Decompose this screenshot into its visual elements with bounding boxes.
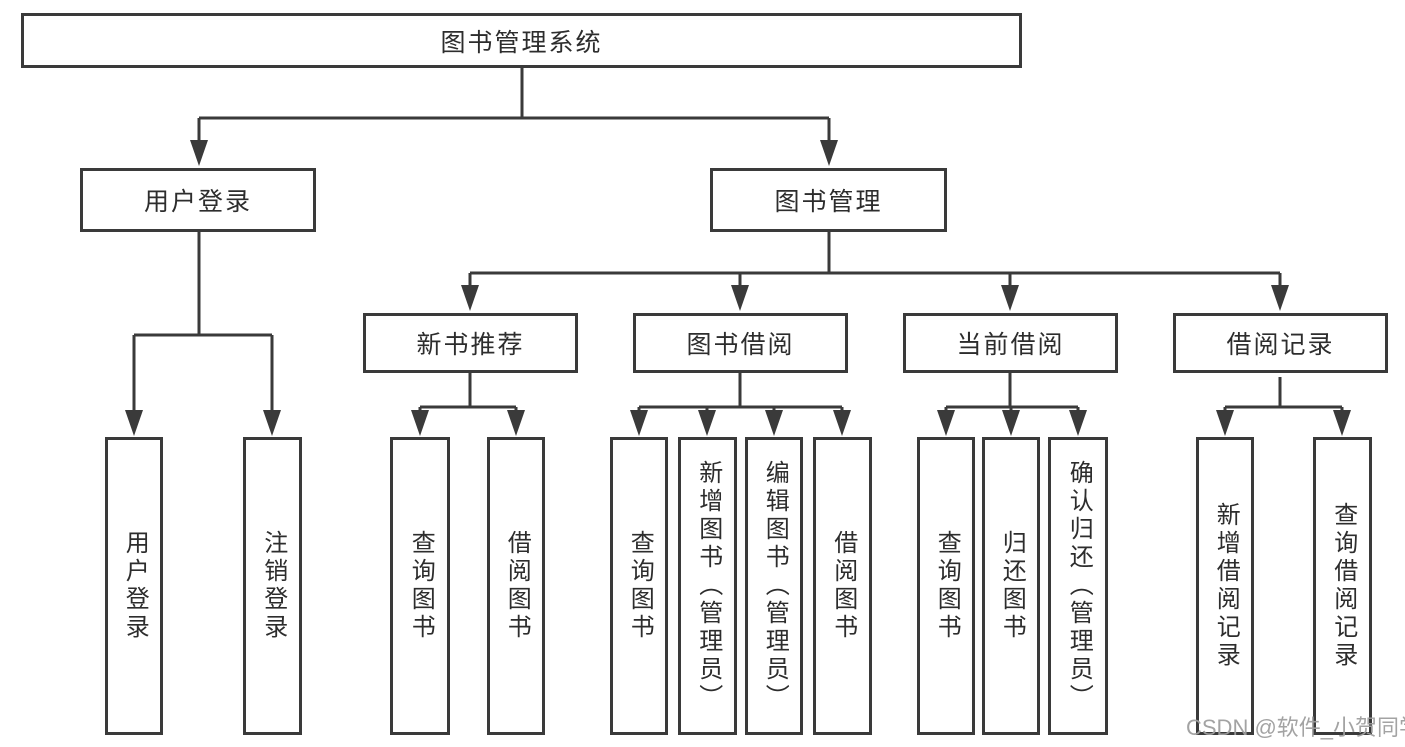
arrowhead bbox=[765, 410, 783, 436]
node-user-login-branch: 用户登录 bbox=[80, 168, 316, 232]
node-label: 图书借阅 bbox=[686, 331, 795, 359]
arrowhead bbox=[125, 410, 143, 436]
node-book-borrowing: 图书借阅 bbox=[633, 313, 848, 373]
node-query-books-current: 查询图书 bbox=[917, 437, 975, 735]
node-label: 注销登录 bbox=[259, 530, 287, 642]
node-user-login-leaf: 用户登录 bbox=[105, 437, 163, 735]
arrowhead bbox=[1216, 410, 1234, 436]
node-label: 查询图书 bbox=[407, 530, 435, 642]
node-edit-books-admin: 编辑图书（管理员） bbox=[745, 437, 803, 735]
arrowhead bbox=[507, 410, 525, 436]
arrowhead bbox=[698, 410, 716, 436]
node-label: 查询图书 bbox=[933, 530, 961, 642]
arrowhead bbox=[1333, 410, 1351, 436]
node-label: 编辑图书（管理员） bbox=[761, 460, 789, 712]
node-label: 借阅记录 bbox=[1226, 331, 1335, 359]
node-label: 用户登录 bbox=[121, 530, 149, 642]
node-label: 当前借阅 bbox=[956, 331, 1065, 359]
arrowhead bbox=[937, 410, 955, 436]
node-return-books: 归还图书 bbox=[982, 437, 1040, 735]
node-label: 借阅图书 bbox=[503, 530, 531, 642]
node-label: 查询借阅记录 bbox=[1329, 502, 1357, 670]
node-label: 查询图书 bbox=[626, 530, 654, 642]
node-label: 借阅图书 bbox=[829, 530, 857, 642]
node-borrow-books-borrowing: 借阅图书 bbox=[813, 437, 872, 735]
node-label: 新书推荐 bbox=[416, 331, 525, 359]
arrowhead bbox=[1069, 410, 1087, 436]
arrowhead bbox=[461, 285, 479, 311]
node-query-books-borrowing: 查询图书 bbox=[610, 437, 668, 735]
node-label: 用户登录 bbox=[143, 188, 252, 216]
node-book-management-system: 图书管理系统 bbox=[21, 13, 1022, 68]
arrowhead bbox=[1001, 285, 1019, 311]
arrowhead bbox=[1002, 410, 1020, 436]
arrowhead bbox=[190, 140, 208, 166]
node-add-books-admin: 新增图书（管理员） bbox=[678, 437, 737, 735]
arrowhead bbox=[820, 140, 838, 166]
arrowhead bbox=[263, 410, 281, 436]
arrowhead bbox=[411, 410, 429, 436]
node-label: 确认归还（管理员） bbox=[1065, 460, 1093, 712]
node-logout: 注销登录 bbox=[243, 437, 302, 735]
node-borrow-books-newrec: 借阅图书 bbox=[487, 437, 545, 735]
arrowhead bbox=[630, 410, 648, 436]
arrowhead bbox=[731, 285, 749, 311]
arrowhead bbox=[1271, 285, 1289, 311]
node-label: 新增借阅记录 bbox=[1212, 502, 1240, 670]
node-current-borrowing: 当前借阅 bbox=[903, 313, 1118, 373]
node-label: 归还图书 bbox=[998, 530, 1026, 642]
node-borrowing-records: 借阅记录 bbox=[1173, 313, 1388, 373]
node-confirm-return-admin: 确认归还（管理员） bbox=[1048, 437, 1108, 735]
arrowhead bbox=[833, 410, 851, 436]
node-query-books-newrec: 查询图书 bbox=[390, 437, 450, 735]
node-label: 新增图书（管理员） bbox=[694, 460, 722, 712]
node-label: 图书管理 bbox=[774, 188, 883, 216]
node-new-book-recommendation: 新书推荐 bbox=[363, 313, 578, 373]
node-query-borrow-record: 查询借阅记录 bbox=[1313, 437, 1372, 735]
node-label: 图书管理系统 bbox=[440, 28, 603, 57]
node-book-management-branch: 图书管理 bbox=[710, 168, 947, 232]
watermark: CSDN @软件_小贺同学 bbox=[1186, 715, 1405, 740]
node-add-borrow-record: 新增借阅记录 bbox=[1196, 437, 1254, 735]
